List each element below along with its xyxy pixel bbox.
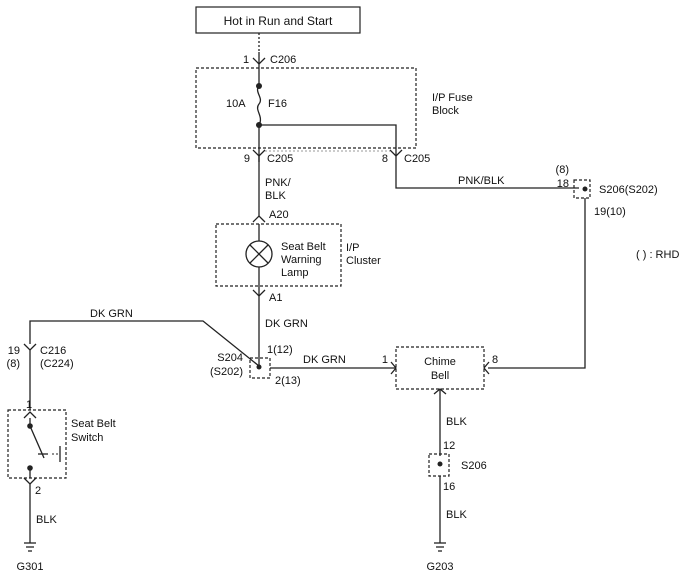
chime-label-1: Chime xyxy=(424,356,456,368)
s204-pin-top: 1(12) xyxy=(267,344,293,356)
lamp-label-1: Seat Belt xyxy=(281,241,326,253)
s204-pin-bottom: 2(13) xyxy=(275,375,301,387)
a20-connector xyxy=(252,215,266,223)
c205-right-pin: 8 xyxy=(382,153,388,165)
s206-bottom-pin-bottom: 16 xyxy=(443,481,455,493)
switch-pin-top: 1 xyxy=(26,399,32,411)
c206-pin: 1 xyxy=(243,54,249,66)
wire-pnk-blk-left-2: BLK xyxy=(265,190,286,202)
power-source: Hot in Run and Start xyxy=(195,6,361,34)
lamp-label-3: Lamp xyxy=(281,267,309,279)
s206-top-pin-in: 18 xyxy=(557,178,569,190)
s206-top-pin-in-alt: (8) xyxy=(556,164,569,176)
ground-g301-icon xyxy=(24,542,36,552)
fuse-block-label-1: I/P Fuse xyxy=(432,92,473,104)
wire-blk-ground: BLK xyxy=(446,509,467,521)
dk-grn-wire-to-switch xyxy=(29,320,260,367)
s206-top-pin-out: 19(10) xyxy=(594,206,626,218)
cluster-pin-a20: A20 xyxy=(269,209,289,221)
wire-dk-grn-chime: DK GRN xyxy=(303,354,346,366)
switch-pin-2-connector xyxy=(23,477,37,485)
s204-label-2: (S202) xyxy=(210,366,243,378)
c206-label: C206 xyxy=(270,54,296,66)
fuse-rating: 10A xyxy=(226,98,246,110)
chime-pin-left: 1 xyxy=(382,354,388,366)
chime-pin-right: 8 xyxy=(492,354,498,366)
s206-top-splice xyxy=(573,179,591,199)
switch-pin-bottom: 2 xyxy=(35,485,41,497)
s206-bottom-pin-top: 12 xyxy=(443,440,455,452)
wire-s206-to-chime xyxy=(488,198,586,369)
lamp-label-2: Warning xyxy=(281,254,322,266)
ip-cluster: Seat Belt Warning Lamp I/P Cluster xyxy=(215,223,381,287)
s206-bottom-splice xyxy=(428,453,450,477)
wire-dk-grn-top: DK GRN xyxy=(90,308,133,320)
c216-pin-alt: (8) xyxy=(7,358,20,370)
cluster-label-1: I/P xyxy=(346,242,359,254)
fuse-f16-symbol xyxy=(256,85,262,126)
cluster-pin-a1: A1 xyxy=(269,292,282,304)
pnk-blk-wire-to-s206 xyxy=(395,156,579,189)
fuse-id: F16 xyxy=(268,98,287,110)
fuse-block: 10A F16 I/P Fuse Block xyxy=(195,67,473,162)
c216-pin: 19 xyxy=(8,345,20,357)
cluster-label-2: Cluster xyxy=(346,255,381,267)
seat-belt-switch: 1 Seat Belt Switch xyxy=(7,399,116,479)
wire-blk-left: BLK xyxy=(36,514,57,526)
wire-pnk-blk-left-1: PNK/ xyxy=(265,177,292,189)
chime-bell: Chime Bell 1 8 xyxy=(382,346,498,395)
c216-label-alt: (C224) xyxy=(40,358,74,370)
ground-g203-icon xyxy=(434,542,446,552)
wire-pnk-blk-right: PNK/BLK xyxy=(458,175,505,187)
c206-connector-symbol xyxy=(252,57,266,65)
power-source-label: Hot in Run and Start xyxy=(224,14,333,28)
wire-blk-chime: BLK xyxy=(446,416,467,428)
c205-left-label: C205 xyxy=(267,153,293,165)
wire-dk-grn-mid: DK GRN xyxy=(265,318,308,330)
s206-top-label: S206(S202) xyxy=(599,184,658,196)
ground-g203-label: G203 xyxy=(427,561,454,573)
switch-label-2: Switch xyxy=(71,432,103,444)
c216-connector xyxy=(23,343,37,351)
c216-label: C216 xyxy=(40,345,66,357)
switch-label-1: Seat Belt xyxy=(71,418,116,430)
fuse-block-label-2: Block xyxy=(432,105,459,117)
ground-g301-label: G301 xyxy=(17,561,44,573)
s204-label-1: S204 xyxy=(217,352,243,364)
chime-label-2: Bell xyxy=(431,370,449,382)
switch-contact xyxy=(29,425,45,459)
rhd-note: ( ) : RHD xyxy=(636,249,679,261)
c205-right-label: C205 xyxy=(404,153,430,165)
c205-left-pin: 9 xyxy=(244,153,250,165)
s206-bottom-label: S206 xyxy=(461,460,487,472)
